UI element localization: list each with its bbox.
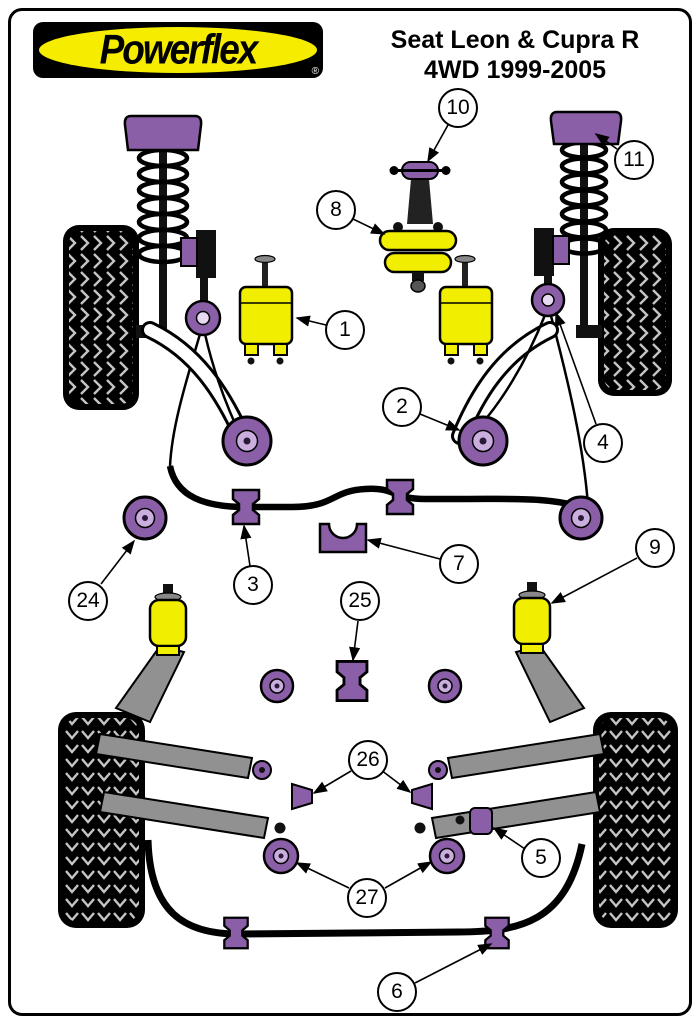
callout-26: 26 — [348, 740, 388, 780]
registered-trademark-icon: ® — [311, 66, 319, 77]
callout-25: 25 — [340, 581, 380, 621]
callout-10: 10 — [438, 88, 478, 128]
subframe-bush-right — [558, 495, 604, 541]
front-left-spring — [123, 114, 203, 332]
page-border — [8, 8, 692, 1016]
callout-27: 27 — [347, 878, 387, 918]
callout-arrows — [100, 124, 638, 984]
front-right-strut-mount — [530, 228, 570, 318]
callout-24: 24 — [68, 581, 108, 621]
rear-lateral-arms-right — [414, 732, 606, 840]
title-line-1: Seat Leon & Cupra R — [390, 26, 640, 54]
callout-5: 5 — [521, 838, 561, 878]
front-right-knuckle — [576, 325, 602, 338]
rear-right-wheel — [593, 712, 678, 928]
front-anti-roll-bar — [166, 465, 590, 513]
arb-saddle-bracket — [318, 522, 368, 554]
callout-9: 9 — [635, 528, 675, 568]
drop-link-right — [549, 315, 590, 507]
dogbone-mount — [378, 222, 458, 293]
upper-engine-mount — [389, 161, 451, 224]
front-left-strut-mount — [180, 230, 222, 337]
powerflex-logo-oval: Powerflex — [39, 27, 317, 73]
engine-mount-right — [438, 254, 494, 365]
drop-link-left — [168, 333, 202, 467]
callout-2: 2 — [382, 387, 422, 427]
rear-trailing-arm-right — [512, 582, 586, 724]
page-title: Seat Leon & Cupra R 4WD 1999-2005 — [340, 26, 690, 85]
front-wishbone-left — [141, 321, 273, 467]
rear-left-wheel — [58, 712, 145, 928]
front-wishbone-right — [451, 314, 559, 467]
front-left-wheel — [63, 225, 139, 410]
callout-11: 11 — [614, 140, 654, 180]
front-right-wheel — [598, 228, 672, 396]
rear-trailing-arm-left — [114, 584, 188, 724]
callout-4: 4 — [583, 423, 623, 463]
title-line-2: 4WD 1999-2005 — [423, 55, 607, 84]
callout-6: 6 — [377, 972, 417, 1012]
callout-8: 8 — [316, 190, 356, 230]
rear-lateral-arms-left — [94, 732, 286, 840]
callout-7: 7 — [439, 544, 479, 584]
rear-anti-roll-bar — [144, 839, 586, 938]
powerflex-logo-text: Powerflex — [99, 27, 259, 73]
callout-1: 1 — [325, 310, 365, 350]
engine-mount-left — [238, 254, 294, 365]
subframe-bush-left — [122, 495, 168, 541]
callout-3: 3 — [233, 565, 273, 605]
rear-beam-bushes — [259, 660, 466, 875]
powerflex-logo: Powerflex ® — [33, 22, 323, 78]
